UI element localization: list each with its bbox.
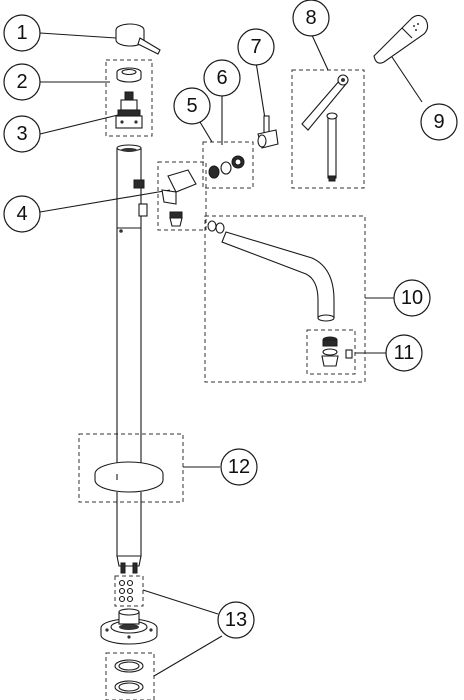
box-part-11 [306, 329, 356, 375]
cartridge [115, 91, 143, 129]
lower-pipe [116, 492, 142, 574]
callout-3: 3 [3, 115, 41, 153]
box-part-4 [157, 161, 207, 231]
svg-text:5: 5 [186, 95, 197, 117]
svg-text:10: 10 [401, 287, 423, 309]
floor-mount-base [100, 608, 158, 645]
box-part-12 [78, 433, 184, 503]
shower-hose-rod [301, 74, 349, 182]
svg-text:11: 11 [394, 342, 415, 364]
callout-2: 2 [3, 63, 41, 101]
svg-text:7: 7 [250, 36, 261, 58]
connector-nut [208, 155, 245, 179]
orings-small [118, 579, 134, 603]
box-part-13-orings [114, 575, 144, 607]
svg-text:8: 8 [305, 7, 316, 29]
svg-text:13: 13 [225, 609, 247, 631]
aerator [321, 336, 353, 367]
callout-5: 5 [173, 87, 211, 125]
callout-10: 10 [393, 279, 431, 317]
cap-ring [116, 67, 142, 83]
callout-8: 8 [292, 0, 330, 37]
hand-shower [373, 14, 429, 64]
callout-11: 11 [385, 334, 423, 372]
svg-text:9: 9 [433, 111, 444, 133]
box-part-13-seals [105, 652, 155, 700]
callout-13: 13 [217, 601, 255, 639]
callout-12: 12 [220, 448, 258, 486]
lever-handle [115, 23, 161, 55]
callout-1: 1 [3, 14, 41, 52]
box-part-10 [204, 215, 366, 383]
callout-9: 9 [420, 103, 458, 141]
svg-text:3: 3 [16, 123, 27, 145]
stand-pipe [116, 144, 148, 474]
seal-rings [114, 659, 144, 694]
base-flange [94, 461, 164, 493]
svg-text:6: 6 [216, 67, 227, 89]
callout-4: 4 [3, 195, 41, 233]
callout-6: 6 [203, 59, 241, 97]
diverter-body [133, 169, 197, 227]
callout-7: 7 [237, 28, 275, 66]
box-part-6 [202, 141, 254, 189]
svg-text:4: 4 [16, 203, 27, 225]
svg-text:2: 2 [16, 71, 27, 93]
svg-text:1: 1 [16, 22, 27, 44]
box-part-2-3 [105, 59, 153, 137]
svg-text:12: 12 [228, 456, 250, 478]
bath-spout [207, 220, 335, 322]
shower-holder [257, 115, 279, 149]
